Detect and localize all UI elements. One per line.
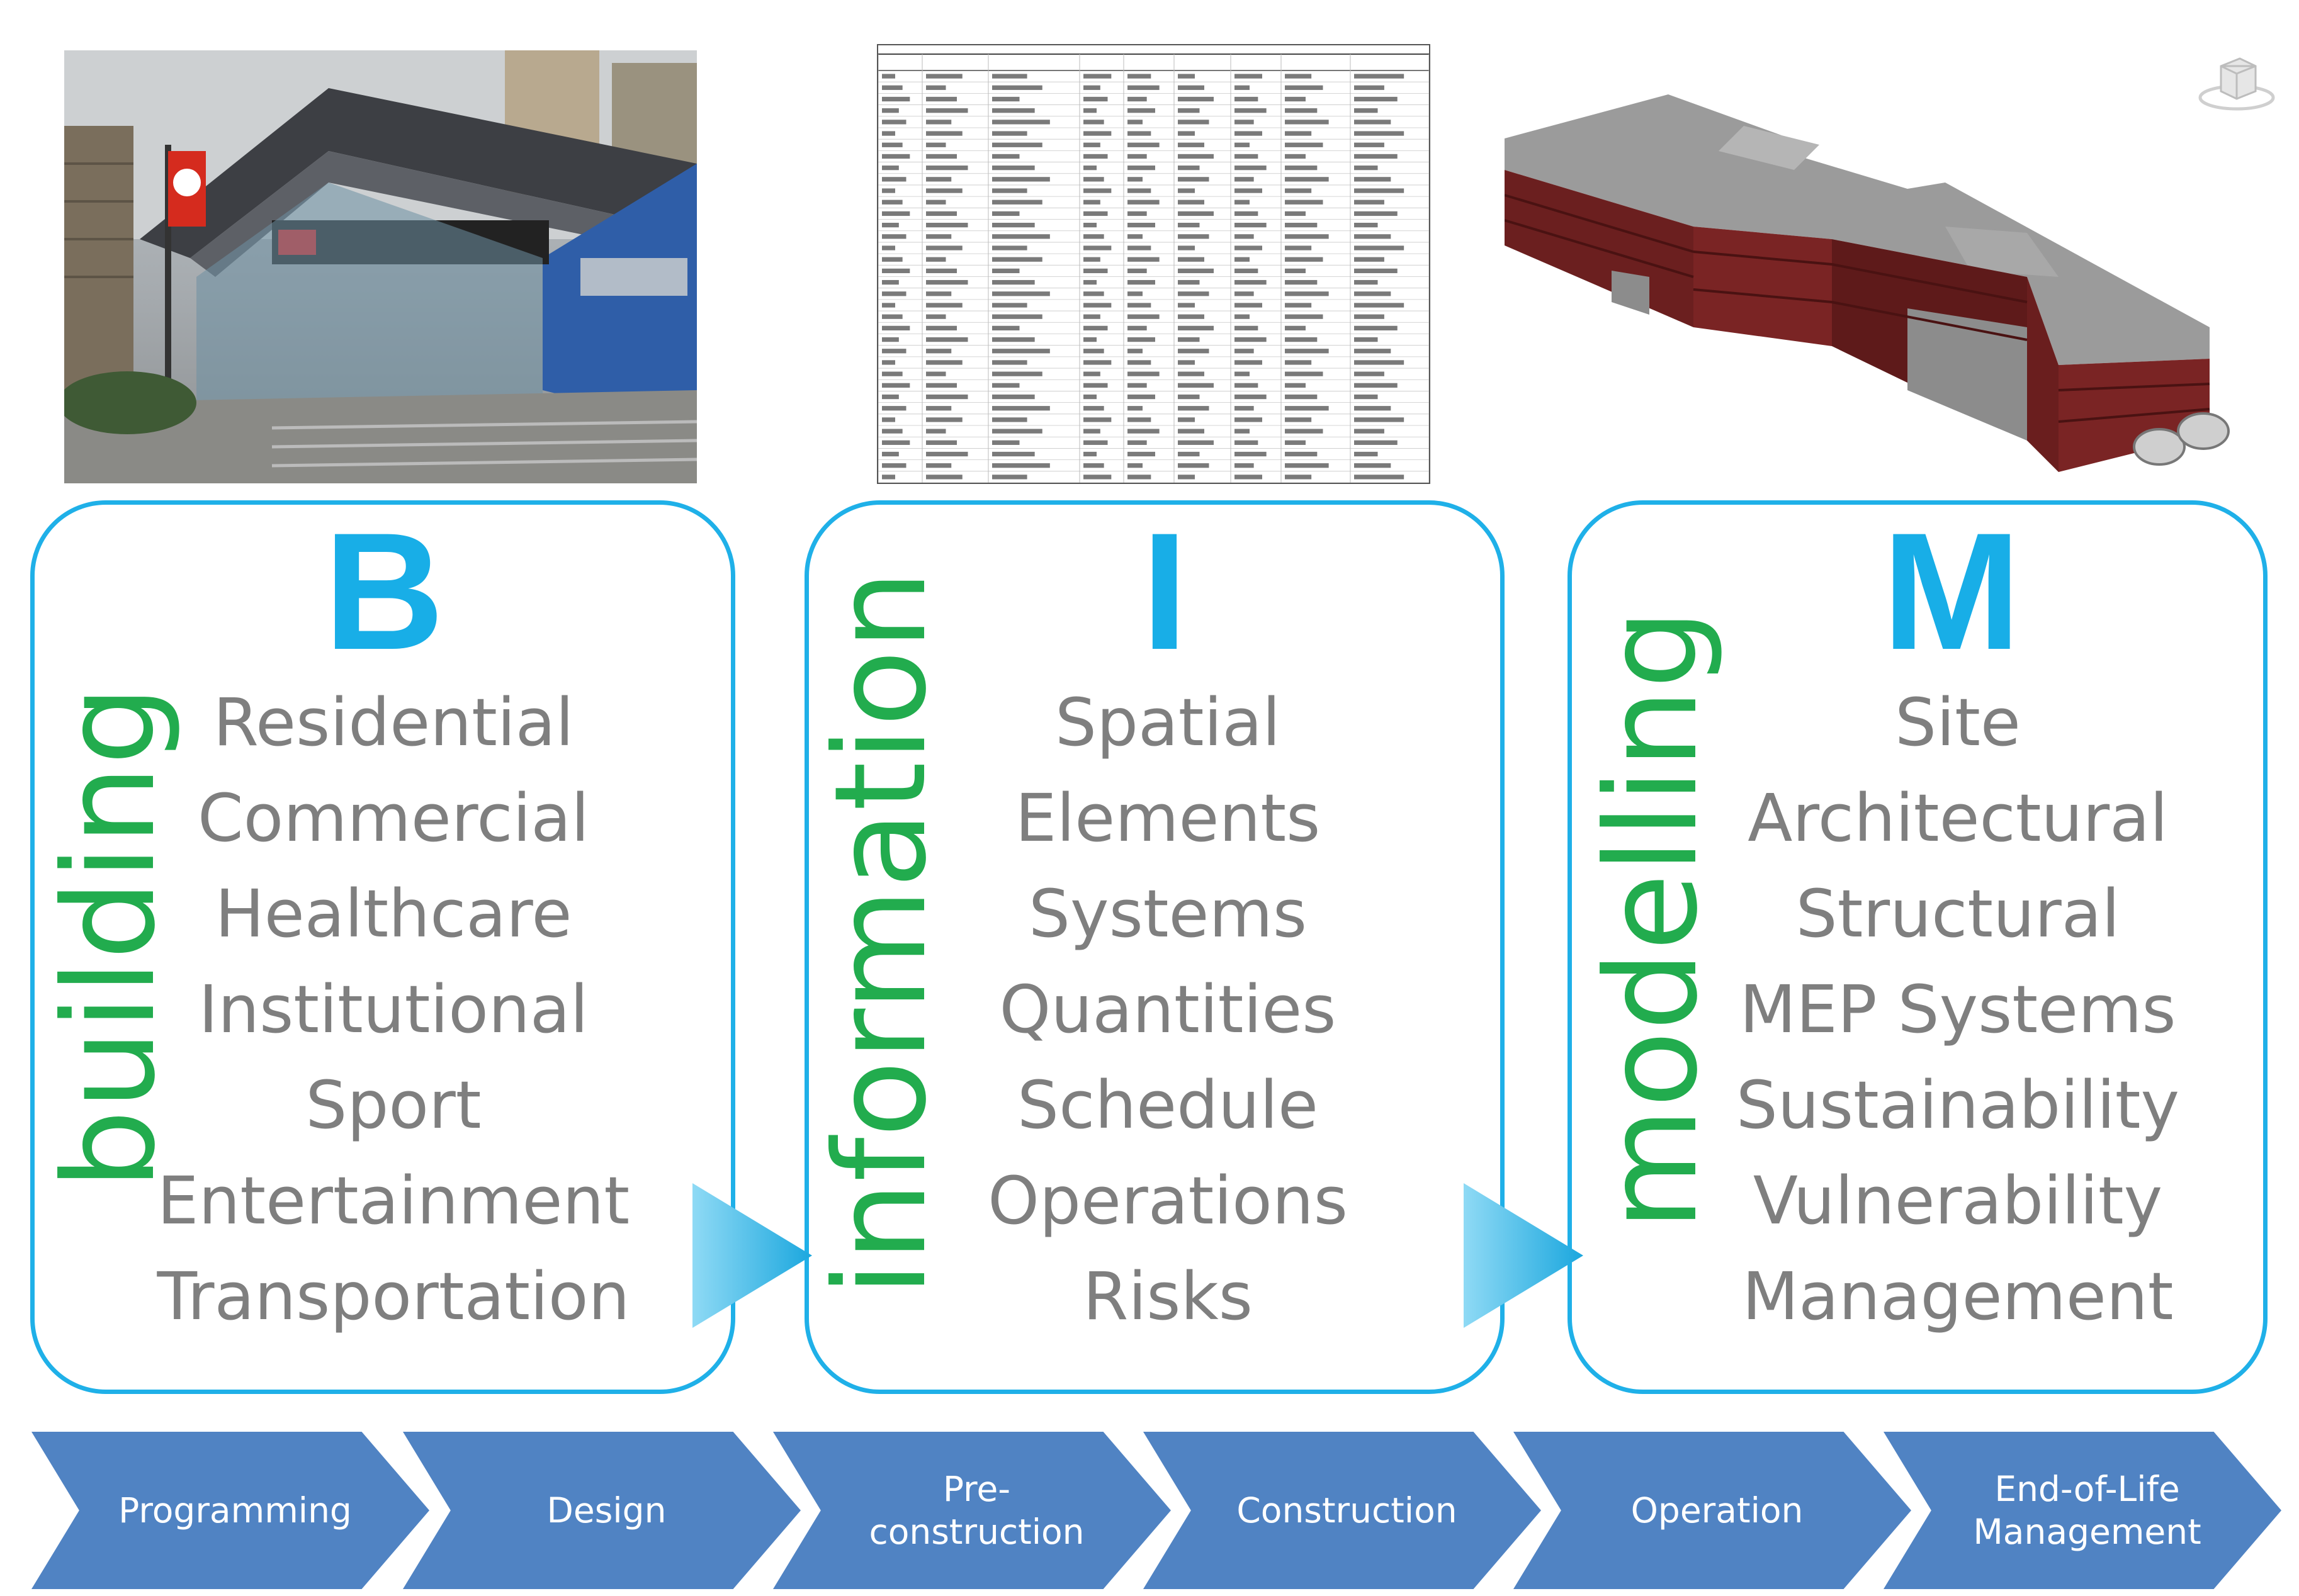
list-item: Institutional — [198, 971, 589, 1048]
list-item: Entertainment — [157, 1162, 630, 1239]
stage-label: Operation — [1630, 1490, 1804, 1531]
building-list: Residential Commercial Healthcare Instit… — [145, 675, 642, 1344]
stage-construction: Construction — [1143, 1432, 1541, 1589]
stage-preconstruction: Pre- construction — [773, 1432, 1171, 1589]
list-item: Sport — [305, 1067, 482, 1144]
stage-label: Design — [546, 1490, 667, 1531]
stage-design: Design — [403, 1432, 801, 1589]
stage-label: Construction — [1236, 1490, 1457, 1531]
stage-label: Pre- construction — [869, 1469, 1085, 1552]
list-item: Healthcare — [215, 875, 572, 952]
list-item: Site — [1895, 684, 2021, 761]
building-box — [30, 500, 735, 1394]
list-item: Transportation — [157, 1258, 630, 1335]
station-photo — [64, 50, 697, 483]
list-item: Vulnerability — [1753, 1162, 2163, 1239]
stage-label: End-of-Life Management — [1973, 1469, 2201, 1552]
list-item: Operations — [988, 1162, 1348, 1239]
3d-building-model — [1505, 63, 2279, 491]
stage-end-of-life: End-of-Life Management — [1884, 1432, 2281, 1589]
information-box — [805, 500, 1505, 1394]
letter-i: I — [1141, 498, 1188, 685]
letter-m: M — [1882, 498, 2021, 685]
word-information: information — [808, 570, 954, 1296]
schedule-table-image — [877, 44, 1430, 484]
information-list: Spatial Elements Systems Quantities Sche… — [929, 675, 1407, 1344]
list-item: Residential — [213, 684, 574, 761]
letter-b: B — [324, 498, 444, 685]
list-item: Spatial — [1054, 684, 1281, 761]
modelling-list: Site Architectural Structural MEP System… — [1700, 675, 2216, 1344]
list-item: Commercial — [197, 780, 590, 857]
list-item: MEP Systems — [1739, 971, 2176, 1048]
list-item: Management — [1742, 1258, 2174, 1335]
list-item: Structural — [1795, 875, 2120, 952]
list-item: Architectural — [1748, 780, 2168, 857]
stage-operation: Operation — [1513, 1432, 1911, 1589]
list-item: Elements — [1015, 780, 1321, 857]
stage-programming: Programming — [31, 1432, 429, 1589]
list-item: Quantities — [999, 971, 1336, 1048]
arrow-right-icon — [692, 1183, 812, 1328]
list-item: Schedule — [1017, 1067, 1318, 1144]
modelling-box — [1567, 500, 2268, 1394]
word-modelling: modelling — [1579, 609, 1726, 1230]
list-item: Systems — [1029, 875, 1307, 952]
arrow-right-icon — [1464, 1183, 1583, 1328]
list-item: Sustainability — [1736, 1067, 2180, 1144]
stage-label: Programming — [118, 1490, 352, 1531]
list-item: Risks — [1083, 1258, 1253, 1335]
viewcube-icon[interactable] — [2196, 47, 2278, 116]
